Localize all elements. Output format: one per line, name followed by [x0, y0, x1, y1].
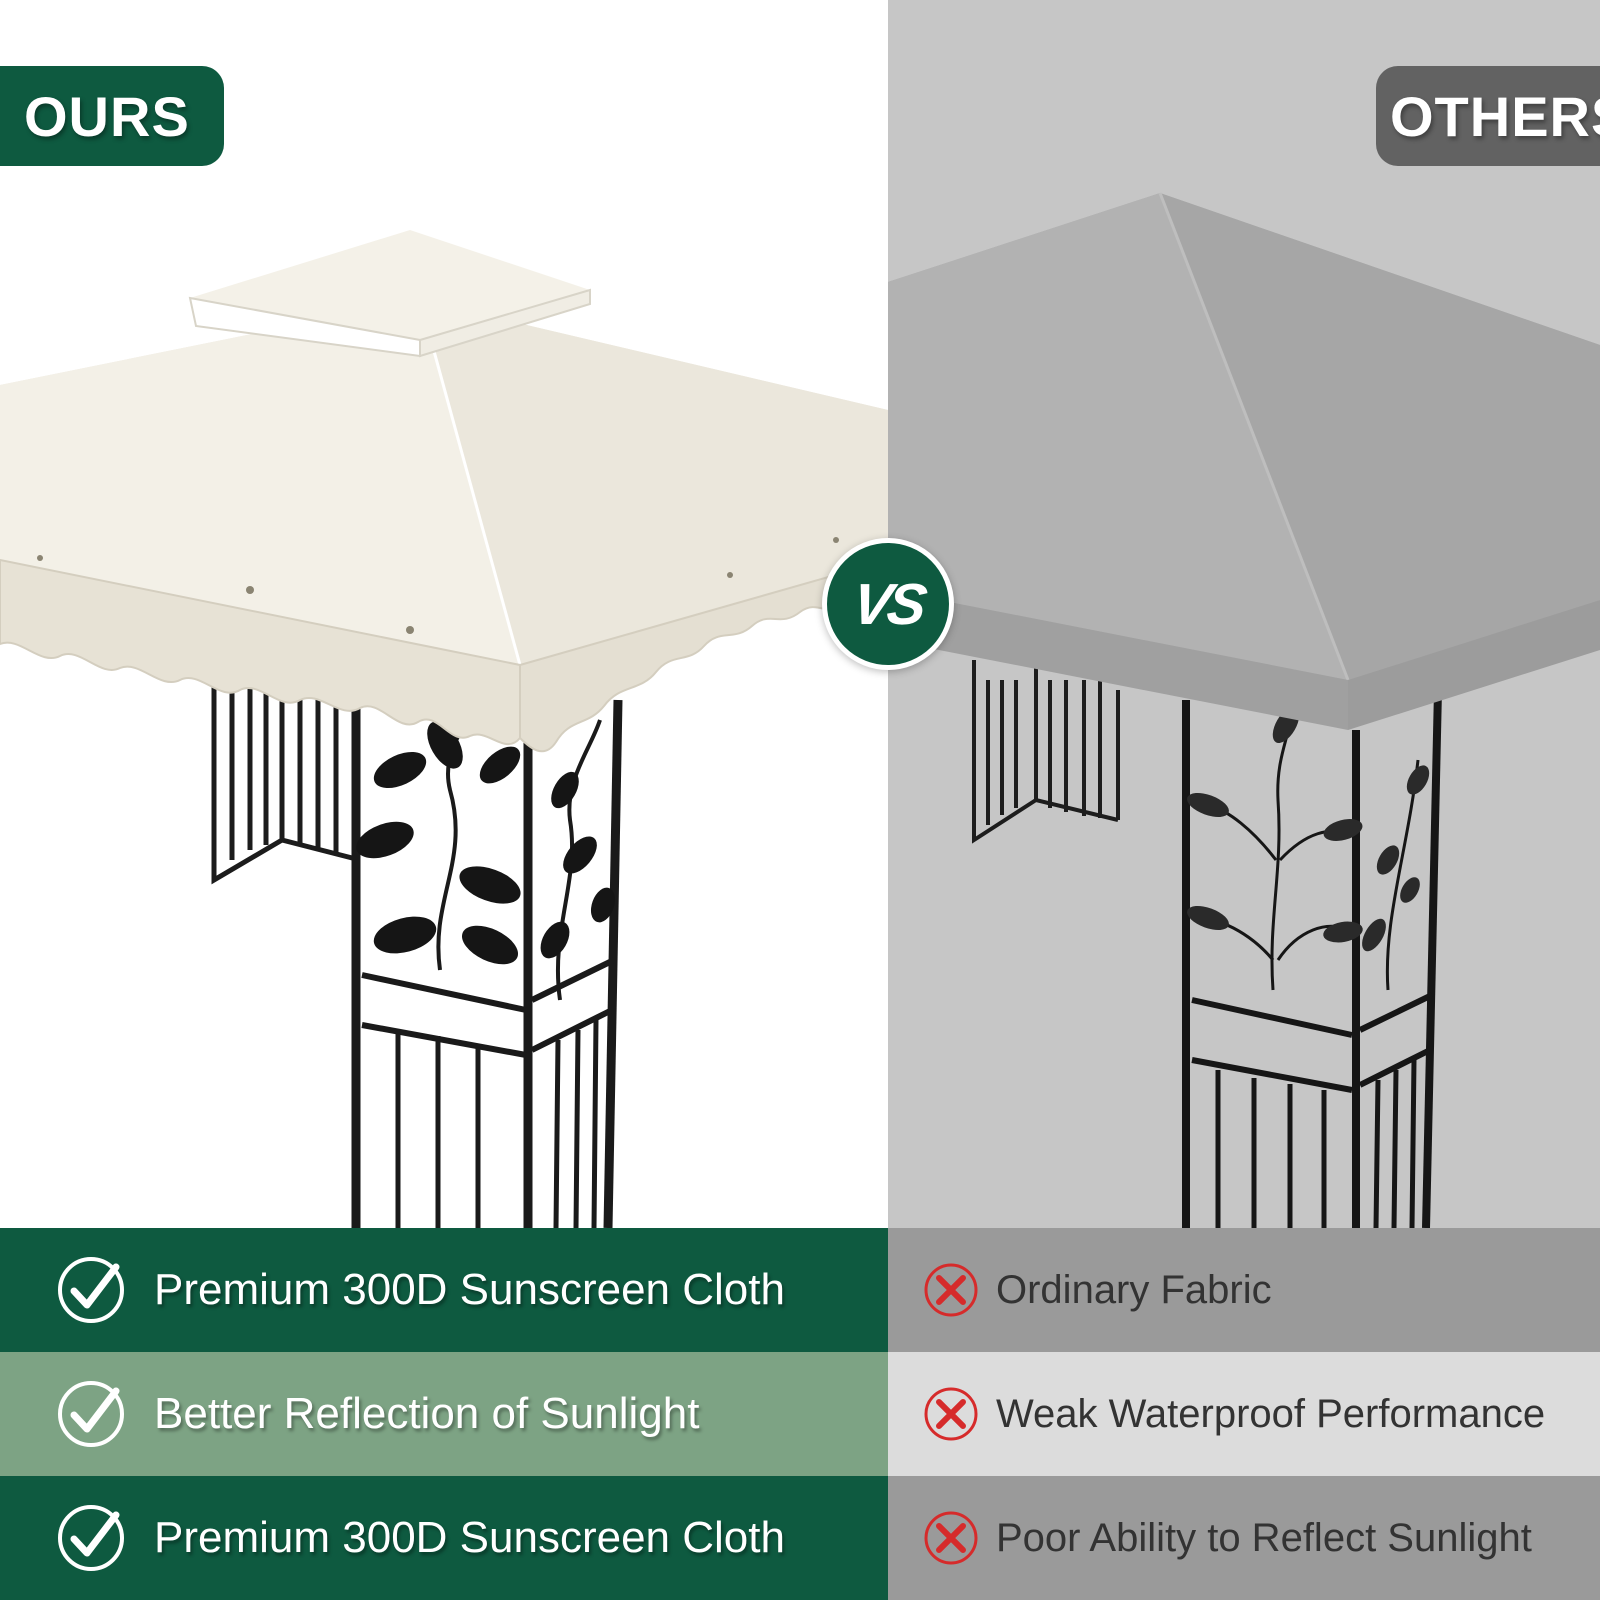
others-badge-label: OTHERS — [1390, 84, 1600, 148]
ours-feature-text: Premium 300D Sunscreen Cloth — [154, 1513, 785, 1562]
ours-feature: Better Reflection of Sunlight — [0, 1352, 888, 1476]
others-panel: OTHERS — [888, 0, 1600, 1228]
comparison-row: Premium 300D Sunscreen Cloth Ordinary Fa… — [0, 1228, 1600, 1352]
others-feature: Ordinary Fabric — [888, 1228, 1600, 1352]
ours-feature-text: Better Reflection of Sunlight — [154, 1389, 700, 1438]
x-circle-icon — [924, 1263, 978, 1317]
ours-badge: OURS — [0, 66, 224, 166]
ours-feature-text: Premium 300D Sunscreen Cloth — [154, 1265, 785, 1314]
vs-emblem: VS — [822, 538, 954, 670]
ours-canopy — [0, 230, 888, 753]
others-badge: OTHERS — [1376, 66, 1600, 166]
others-feature: Poor Ability to Reflect Sunlight — [888, 1476, 1600, 1600]
check-circle-icon — [58, 1381, 124, 1447]
others-gazebo-illustration — [888, 192, 1600, 1228]
ours-panel: OURS — [0, 0, 888, 1228]
others-main-leg — [1182, 689, 1442, 1228]
ours-feature: Premium 300D Sunscreen Cloth — [0, 1228, 888, 1352]
ours-leaves — [356, 721, 616, 965]
others-leaves — [1187, 706, 1430, 952]
comparison-row: Premium 300D Sunscreen Cloth Poor Abilit… — [0, 1476, 1600, 1600]
x-circle-icon — [924, 1387, 978, 1441]
others-back-frame — [972, 660, 1120, 844]
others-feature: Weak Waterproof Performance — [888, 1352, 1600, 1476]
x-circle-icon — [924, 1511, 978, 1565]
others-canopy — [888, 192, 1600, 730]
check-circle-icon — [58, 1505, 124, 1571]
others-feature-text: Ordinary Fabric — [996, 1267, 1272, 1312]
vs-label: VS — [848, 571, 928, 637]
check-circle-icon — [58, 1257, 124, 1323]
others-feature-text: Poor Ability to Reflect Sunlight — [996, 1515, 1532, 1560]
comparison-table: Premium 300D Sunscreen Cloth Ordinary Fa… — [0, 1228, 1600, 1600]
ours-badge-label: OURS — [24, 84, 190, 148]
others-feature-text: Weak Waterproof Performance — [996, 1391, 1546, 1436]
ours-feature: Premium 300D Sunscreen Cloth — [0, 1476, 888, 1600]
ours-gazebo-illustration — [0, 230, 888, 1228]
comparison-row: Better Reflection of Sunlight Weak Water… — [0, 1352, 1600, 1476]
